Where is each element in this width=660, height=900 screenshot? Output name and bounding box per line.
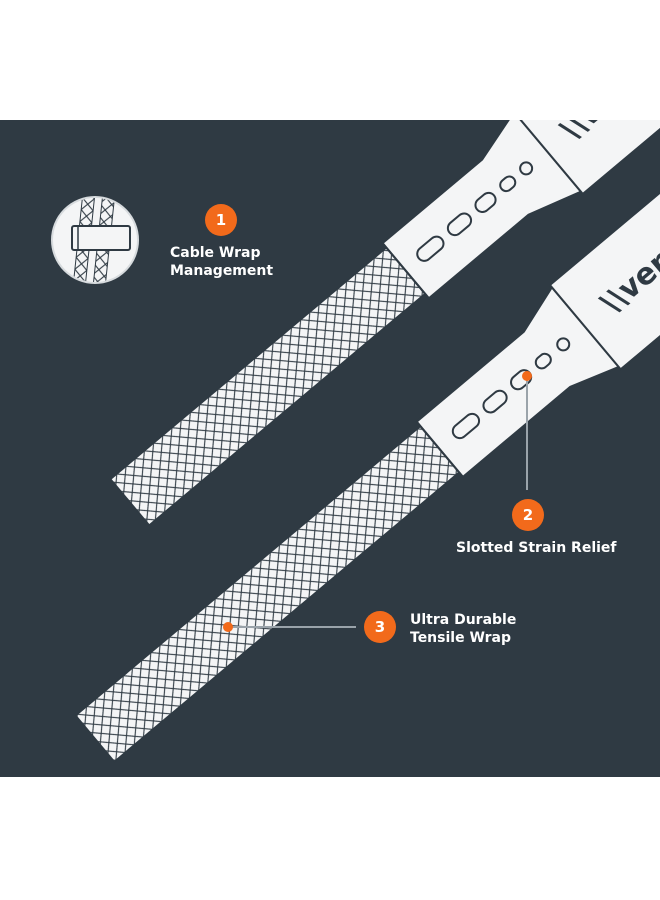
cable-b-slot bbox=[482, 389, 508, 414]
callout-1-badge: 1 bbox=[205, 204, 237, 236]
cable-b: \\ventev bbox=[74, 120, 660, 763]
cable-a-slot bbox=[446, 212, 473, 237]
cable-a-slot bbox=[474, 191, 497, 214]
callout-1-line2: Management bbox=[170, 263, 274, 279]
cable-a-slot bbox=[416, 235, 445, 262]
cable-a-housing bbox=[510, 120, 660, 196]
callout-2-label: Slotted Strain Relief bbox=[456, 539, 617, 557]
cable-b-slot bbox=[451, 412, 481, 440]
callout-2-badge: 2 bbox=[512, 499, 544, 531]
cable-wrap-icon bbox=[51, 196, 139, 284]
cable-illustration: \\ventev \\ventev bbox=[0, 120, 660, 777]
callout-3-dot bbox=[223, 622, 233, 632]
product-panel: \\ventev \\ventev bbox=[0, 120, 660, 777]
cable-b-slot bbox=[534, 352, 552, 370]
callout-3-line1: Ultra Durable bbox=[410, 612, 517, 628]
callout-1-label: Cable Wrap Management bbox=[170, 244, 273, 280]
callout-3-line2: Tensile Wrap bbox=[410, 630, 512, 646]
callout-2-dot bbox=[522, 371, 532, 381]
cable-a: \\ventev bbox=[109, 120, 660, 527]
callout-1-line1: Cable Wrap bbox=[170, 245, 261, 261]
callout-2-line1: Slotted Strain Relief bbox=[456, 540, 617, 556]
callout-3-label: Ultra Durable Tensile Wrap bbox=[410, 611, 516, 647]
cable-b-hole bbox=[556, 337, 571, 352]
cable-b-housing bbox=[548, 120, 660, 371]
callout-3-badge: 3 bbox=[364, 611, 396, 643]
cable-a-slot bbox=[499, 175, 517, 193]
cable-a-hole bbox=[519, 161, 534, 176]
